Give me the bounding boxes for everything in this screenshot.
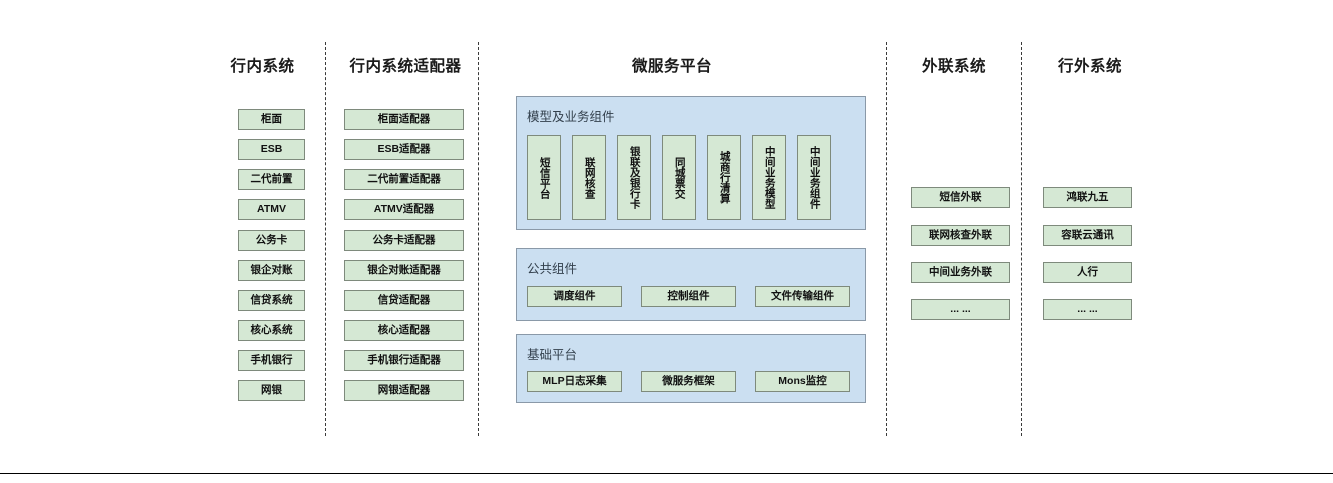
internal-system-box[interactable]: 柜面 xyxy=(238,109,305,130)
internal-adapter-box[interactable]: 核心适配器 xyxy=(344,320,464,341)
base-platform-box[interactable]: Mons监控 xyxy=(755,371,850,392)
column-heading-external-link-systems: 外联系统 xyxy=(921,58,986,75)
divider-3 xyxy=(886,42,887,436)
model-component-box[interactable]: 城商行清算 xyxy=(707,135,741,220)
internal-system-box[interactable]: ESB xyxy=(238,139,305,160)
column-heading-offbank-systems: 行外系统 xyxy=(1057,58,1122,75)
bottom-rule xyxy=(0,473,1333,474)
internal-adapter-box[interactable]: ESB适配器 xyxy=(344,139,464,160)
offbank-system-box[interactable]: 容联云通讯 xyxy=(1043,225,1132,246)
model-component-box[interactable]: 同城票交 xyxy=(662,135,696,220)
internal-system-box[interactable]: 核心系统 xyxy=(238,320,305,341)
internal-system-box[interactable]: 二代前置 xyxy=(238,169,305,190)
internal-system-box[interactable]: 信贷系统 xyxy=(238,290,305,311)
offbank-system-box[interactable]: 人行 xyxy=(1043,262,1132,283)
panel-title-model-business-components: 模型及业务组件 xyxy=(527,110,615,124)
column-heading-internal-systems: 行内系统 xyxy=(230,58,295,75)
offbank-system-box[interactable]: 鸿联九五 xyxy=(1043,187,1132,208)
internal-adapter-box[interactable]: 手机银行适配器 xyxy=(344,350,464,371)
model-component-box[interactable]: 中间业务模型 xyxy=(752,135,786,220)
public-component-box[interactable]: 文件传输组件 xyxy=(755,286,850,307)
model-component-box[interactable]: 银联及银行卡 xyxy=(617,135,651,220)
internal-system-box[interactable]: 网银 xyxy=(238,380,305,401)
panel-title-public-components: 公共组件 xyxy=(527,262,578,276)
internal-system-box[interactable]: ATMV xyxy=(238,199,305,220)
internal-adapter-box[interactable]: 二代前置适配器 xyxy=(344,169,464,190)
external-link-system-box[interactable]: 短信外联 xyxy=(911,187,1010,208)
internal-system-box[interactable]: 公务卡 xyxy=(238,230,305,251)
internal-adapter-box[interactable]: 银企对账适配器 xyxy=(344,260,464,281)
public-component-box[interactable]: 控制组件 xyxy=(641,286,736,307)
base-platform-box[interactable]: 微服务框架 xyxy=(641,371,736,392)
internal-system-box[interactable]: 银企对账 xyxy=(238,260,305,281)
panel-title-base-platform: 基础平台 xyxy=(527,348,578,362)
internal-adapter-box[interactable]: 柜面适配器 xyxy=(344,109,464,130)
column-heading-microservice-platform: 微服务平台 xyxy=(631,58,712,75)
internal-adapter-box[interactable]: ATMV适配器 xyxy=(344,199,464,220)
public-component-box[interactable]: 调度组件 xyxy=(527,286,622,307)
external-link-system-box[interactable]: 联网核查外联 xyxy=(911,225,1010,246)
divider-2 xyxy=(478,42,479,436)
model-component-box[interactable]: 短信平台 xyxy=(527,135,561,220)
model-component-box[interactable]: 中间业务组件 xyxy=(797,135,831,220)
internal-adapter-box[interactable]: 网银适配器 xyxy=(344,380,464,401)
internal-adapter-box[interactable]: 公务卡适配器 xyxy=(344,230,464,251)
internal-adapter-box[interactable]: 信贷适配器 xyxy=(344,290,464,311)
base-platform-box[interactable]: MLP日志采集 xyxy=(527,371,622,392)
internal-system-box[interactable]: 手机银行 xyxy=(238,350,305,371)
divider-4 xyxy=(1021,42,1022,436)
column-heading-internal-adapters: 行内系统适配器 xyxy=(349,58,462,75)
model-component-box[interactable]: 联网核查 xyxy=(572,135,606,220)
external-link-system-box[interactable]: ... ... xyxy=(911,299,1010,320)
external-link-system-box[interactable]: 中间业务外联 xyxy=(911,262,1010,283)
panel-public-components xyxy=(516,248,866,321)
offbank-system-box[interactable]: ... ... xyxy=(1043,299,1132,320)
divider-1 xyxy=(325,42,326,436)
